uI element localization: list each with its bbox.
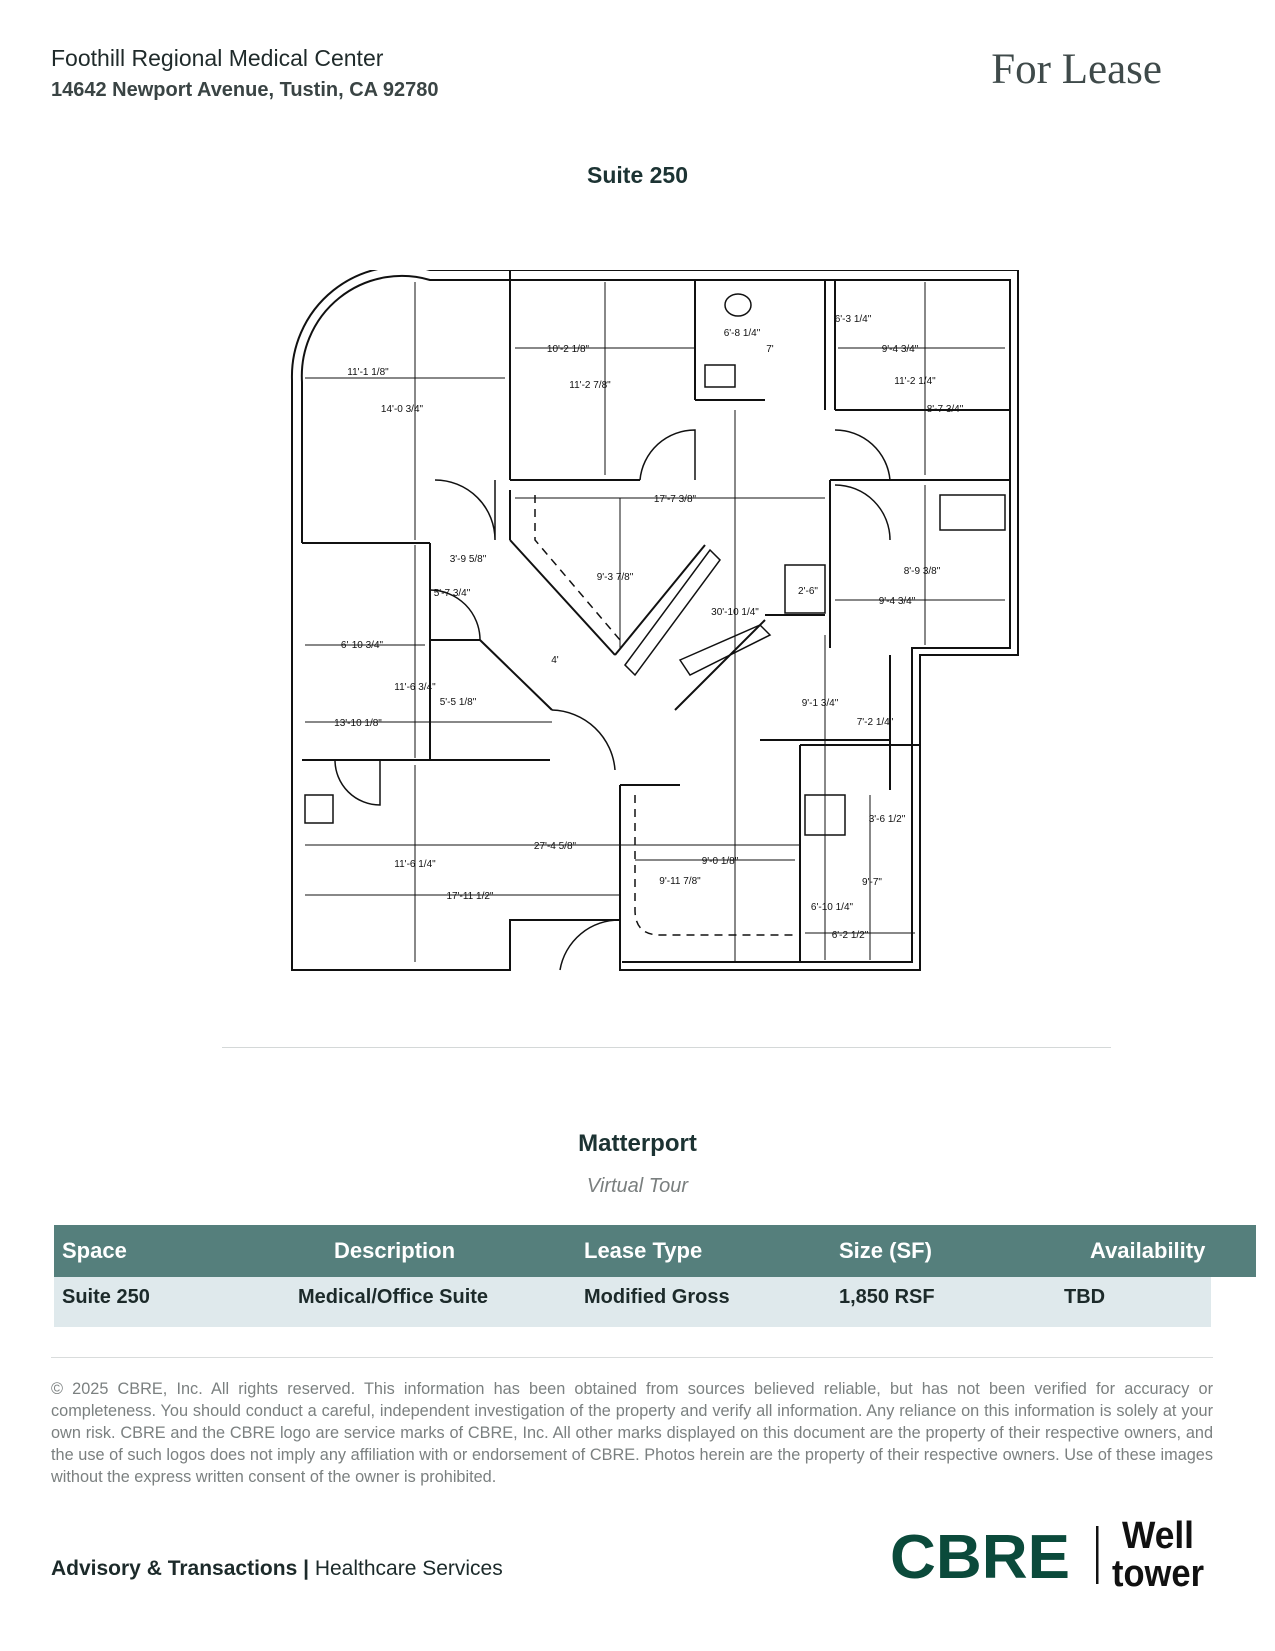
door-swing: [639, 429, 696, 481]
door-swing: [434, 479, 496, 541]
corridor-dashed: [534, 495, 621, 641]
dim-label: 6'-3 1/4": [835, 314, 872, 325]
exterior-wall-inner: [300, 275, 1011, 963]
dim-label: 10'-2 1/8": [547, 344, 590, 355]
legal-disclaimer: © 2025 CBRE, Inc. All rights reserved. T…: [51, 1380, 1213, 1486]
door-swing: [834, 429, 891, 481]
dim-label: 9'-3 7/8": [597, 572, 634, 583]
logo-divider: [1096, 1526, 1099, 1584]
cbre-logo: CBRE: [890, 1523, 1070, 1590]
storage: [804, 794, 846, 836]
dim-label: 14'-0 3/4": [381, 404, 424, 415]
header-availability: Availability: [1090, 1238, 1206, 1263]
floor-plan: 11'-1 1/8" 14'-0 3/4" 10'-2 1/8" 11'-2 7…: [290, 270, 1019, 971]
dim-label: 11'-2 7/8": [569, 380, 611, 391]
dim-label: 6'-10 1/4": [811, 902, 854, 913]
property-name: Foothill Regional Medical Center: [51, 45, 384, 71]
welltower-logo-line1: Well: [1122, 1515, 1194, 1557]
dim-label: 11'-6 3/4": [394, 682, 436, 693]
footer-separator: |: [303, 1557, 309, 1580]
dim-label: 6'-10 3/4": [341, 640, 384, 651]
practice-label: Healthcare Services: [314, 1557, 503, 1580]
door-swing: [334, 759, 381, 806]
for-lease-badge: For Lease: [991, 46, 1162, 93]
header-space: Space: [62, 1238, 127, 1263]
dim-label: 17'-7 3/8": [654, 494, 697, 505]
dim-label: 30'-10 1/4": [711, 607, 759, 618]
door-swing: [551, 709, 616, 771]
dim-label: 11'-6 1/4": [394, 859, 436, 870]
footer-division: Advisory & Transactions | Healthcare Ser…: [51, 1557, 503, 1581]
dim-label: 2'-6": [798, 586, 818, 597]
closet: [784, 564, 826, 614]
dim-label: 11'-2 1/4": [894, 376, 936, 387]
dim-label: 5'-5 1/8": [440, 697, 477, 708]
welltower-logo-line2: tower: [1112, 1553, 1204, 1590]
door-swing: [834, 484, 891, 541]
matterport-title[interactable]: Matterport: [578, 1130, 697, 1157]
dim-label: 6'-8 1/4": [724, 328, 761, 339]
header-description: Description: [334, 1238, 456, 1263]
cell-availability: TBD: [1064, 1286, 1106, 1308]
dim-label: 7'-2 1/4": [857, 717, 894, 728]
section-divider: [222, 1047, 1111, 1048]
header-lease-type: Lease Type: [584, 1238, 703, 1263]
dim-label: 5'-7 3/4": [434, 588, 471, 599]
dim-label: 9'-1 3/4": [802, 698, 839, 709]
suite-title: Suite 250: [587, 162, 688, 188]
door-swing: [559, 919, 621, 971]
dim-label: 13'-10 1/8": [334, 718, 382, 729]
sink: [939, 494, 1006, 531]
cell-lease-type: Modified Gross: [584, 1286, 730, 1308]
dim-label: 6'-2 1/2": [832, 930, 869, 941]
counter: [678, 624, 772, 676]
counter: [624, 548, 721, 677]
dim-label: 17'-11 1/2": [447, 891, 494, 902]
dim-label: 8'-9 3/8": [904, 566, 941, 577]
corridor-dashed: [634, 795, 795, 936]
dim-label: 3'-6 1/2": [869, 814, 906, 825]
dim-label: 9'-11 7/8": [659, 876, 701, 887]
partner-logos: CBRE Well tower: [890, 1515, 1204, 1590]
section-divider: [51, 1357, 1213, 1358]
header-size: Size (SF): [839, 1238, 932, 1263]
table-row: Suite 250 Medical/Office Suite Modified …: [54, 1277, 1211, 1327]
dim-label: 8'-7 3/4": [927, 404, 964, 415]
dim-label: 4': [551, 655, 559, 666]
cell-description: Medical/Office Suite: [298, 1286, 489, 1308]
dim-label: 27'-4 5/8": [534, 841, 577, 852]
dim-label: 9'-7": [862, 877, 882, 888]
table-header: Space Description Lease Type Size (SF) A…: [54, 1225, 1256, 1277]
dim-label: 11'-1 1/8": [347, 367, 389, 378]
availability-table: Space Description Lease Type Size (SF) A…: [54, 1225, 1256, 1327]
door-swing: [429, 589, 481, 641]
property-address: 14642 Newport Avenue, Tustin, CA 92780: [51, 79, 439, 101]
dim-label: 7': [766, 344, 774, 355]
division-label: Advisory & Transactions: [51, 1557, 298, 1580]
dim-label: 9'-4 3/4": [882, 344, 919, 355]
cell-size: 1,850 RSF: [839, 1286, 935, 1308]
cell-space: Suite 250: [62, 1286, 150, 1308]
dim-label: 9'-4 3/4": [879, 596, 916, 607]
sink: [704, 364, 736, 388]
cabinet: [304, 794, 334, 824]
dim-label: 3'-9 5/8": [450, 554, 487, 565]
virtual-tour-link[interactable]: Virtual Tour: [586, 1175, 689, 1197]
exterior-wall: [290, 270, 1019, 971]
toilet: [724, 293, 752, 317]
dim-label: 9'-0 1/8": [702, 856, 739, 867]
